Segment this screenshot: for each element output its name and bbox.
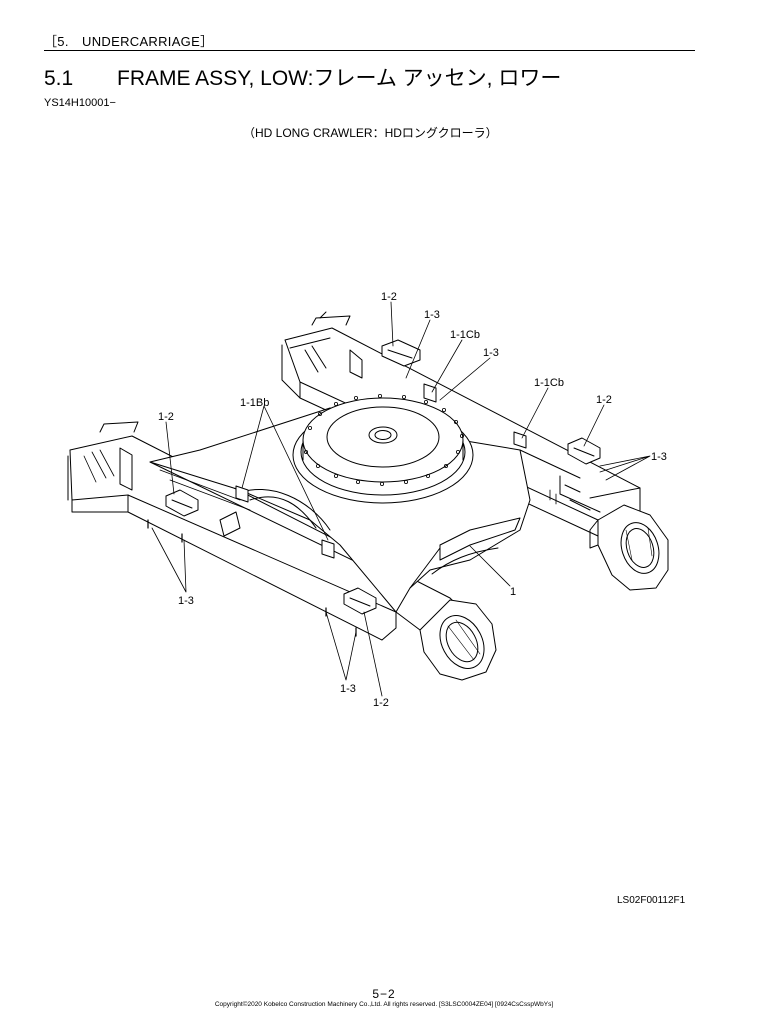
idler-end-rear [589, 504, 669, 591]
figure-subtitle: （HD LONG CRAWLER：HDロングクローラ） [243, 126, 498, 140]
swing-bearing [292, 393, 474, 504]
callout-1-3-top: 1-3 [424, 309, 440, 321]
callout-1-1cb-b: 1-1Cb [534, 377, 564, 389]
idler-end-front [419, 599, 497, 681]
title-number: 5.1 [44, 67, 74, 90]
callout-1-1bb: 1-1Bb [240, 397, 269, 409]
serial-range: YS14H10001− [44, 97, 116, 109]
title-text: FRAME ASSY, LOW:フレーム アッセン, ロワー [117, 67, 562, 90]
callout-1: 1 [510, 586, 516, 598]
callout-1-3-bottom: 1-3 [340, 683, 356, 695]
callout-1-3-left: 1-3 [178, 595, 194, 607]
mounting-lugs [235, 383, 527, 559]
callout-1-3-mid: 1-3 [483, 347, 499, 359]
callout-1-1cb-a: 1-1Cb [450, 329, 480, 341]
page-number: 5−2 [372, 987, 396, 1001]
figure-code: LS02F00112F1 [617, 895, 686, 906]
leader-lines [151, 301, 651, 697]
callout-1-2-right: 1-2 [596, 394, 612, 406]
bolt-ring [303, 393, 464, 486]
page-title: 5.1 FRAME ASSY, LOW:フレーム アッセン, ロワー [44, 62, 561, 92]
copyright-notice: Copyright©2020 Kobelco Construction Mach… [214, 1001, 554, 1008]
callout-1-2-top: 1-2 [381, 291, 397, 303]
header-divider [44, 50, 695, 51]
callout-1-2-left: 1-2 [158, 411, 174, 423]
callout-1-2-bottom: 1-2 [373, 697, 389, 709]
callout-1-3-right: 1-3 [651, 451, 667, 463]
section-header: ［5. UNDERCARRIAGE］ [44, 34, 214, 49]
guard-brackets [165, 339, 601, 615]
